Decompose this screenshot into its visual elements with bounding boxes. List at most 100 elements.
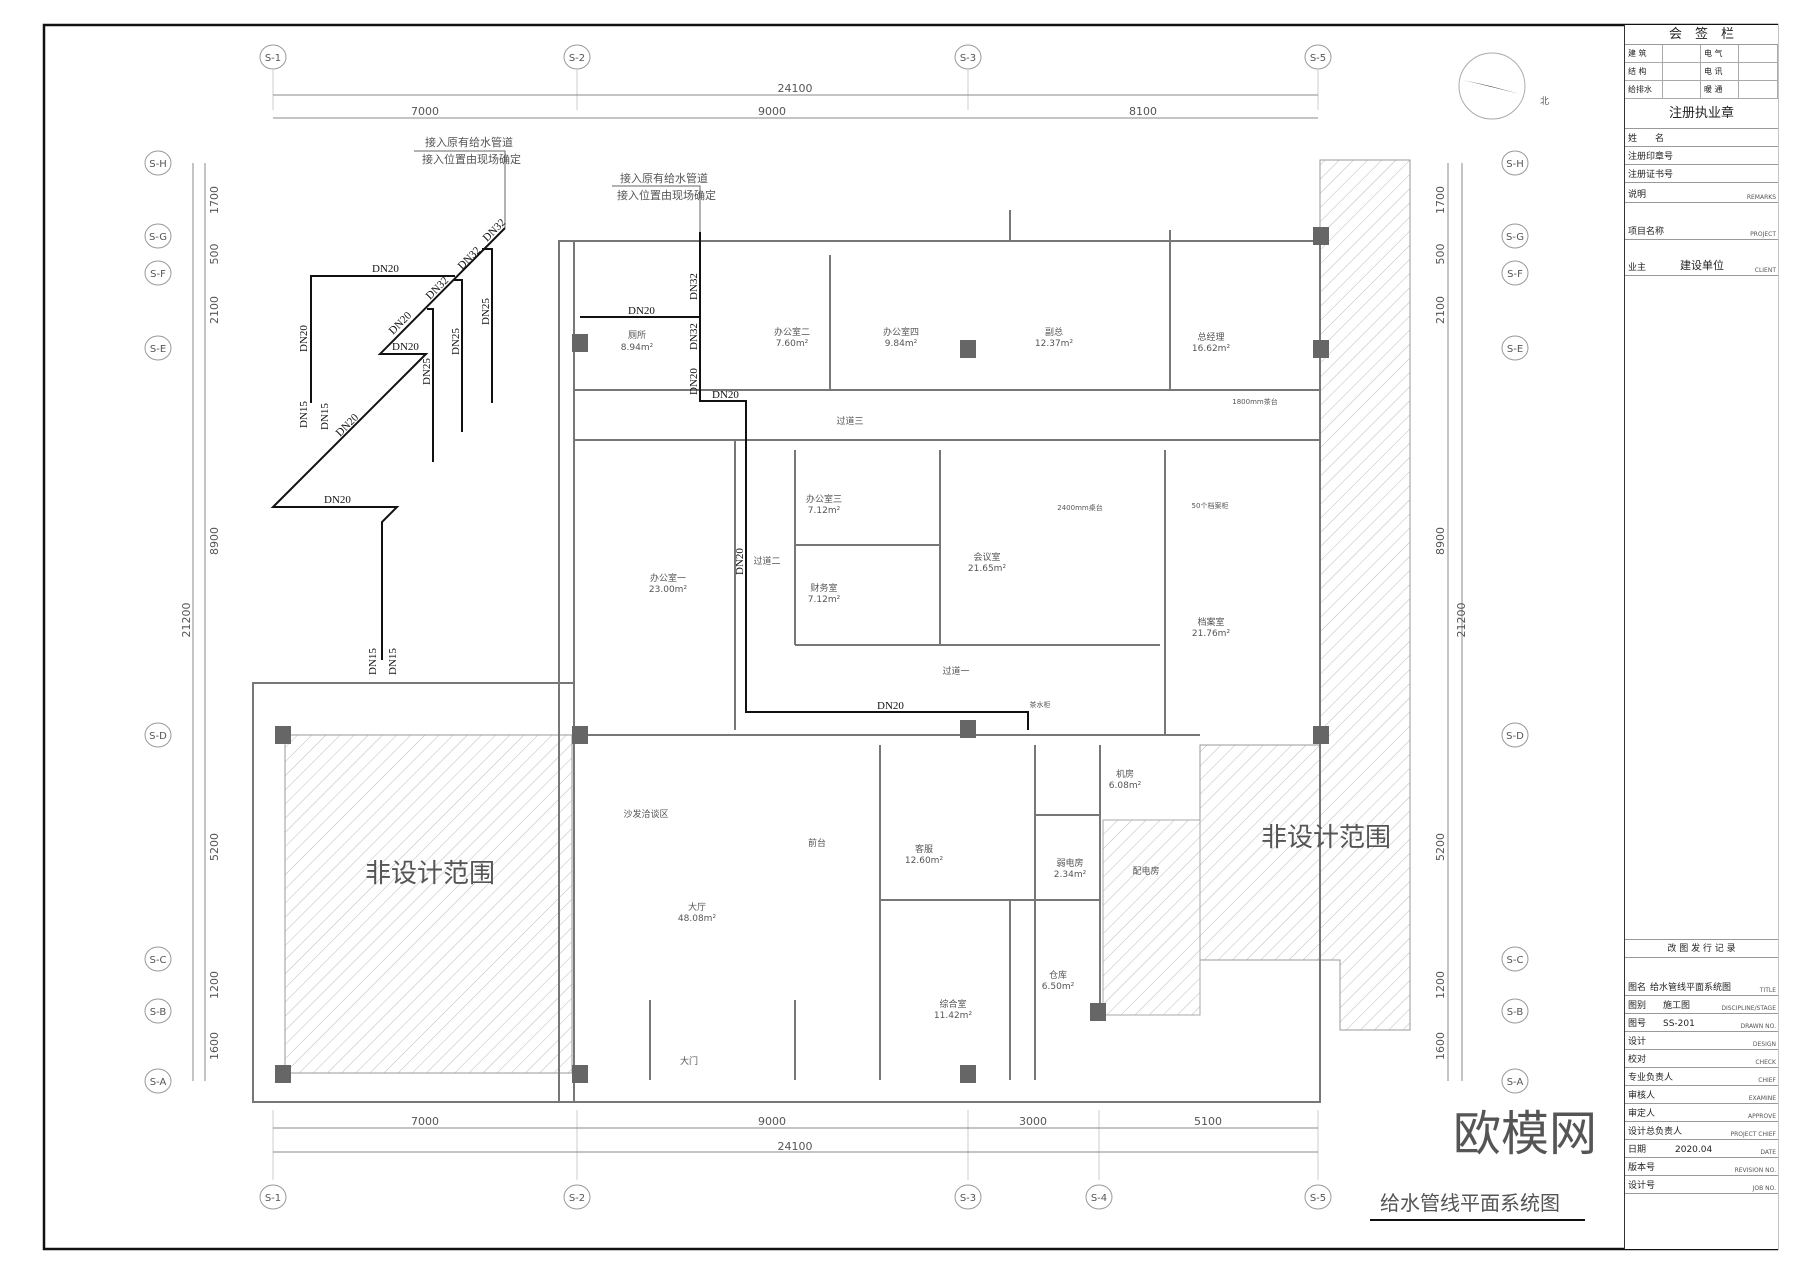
- axis-label: S-C: [1507, 955, 1524, 966]
- furniture-note: 50个档案柜: [1192, 501, 1229, 510]
- room-name: 仓库: [1049, 969, 1067, 981]
- note-connect: 接入原有给水管道: [425, 135, 513, 149]
- axis-label: S-D: [149, 731, 167, 742]
- grid-lines: [272, 70, 1319, 1180]
- pipe-label: DN32: [688, 273, 700, 300]
- dim-side-total: 21200: [180, 603, 193, 638]
- client-en: CLIENT: [1754, 267, 1776, 274]
- sign-cell: [1739, 63, 1778, 81]
- pipe-label: DN32: [688, 323, 700, 350]
- spacer: [1625, 958, 1778, 978]
- axis-label: S-G: [149, 232, 167, 243]
- pipe-labels: DN20 DN32 DN32 DN32 DN20 DN20 DN20 DN25 …: [298, 217, 904, 712]
- room-area: 9.84m²: [885, 339, 918, 349]
- dim-bottom: 9000: [758, 1115, 786, 1128]
- room-area: 21.65m²: [968, 564, 1007, 574]
- pipe-label: DN25: [421, 358, 433, 385]
- room-name: 沙发洽谈区: [623, 808, 668, 820]
- pipe-label: DN20: [877, 700, 904, 712]
- axis-label: S-D: [1506, 731, 1524, 742]
- dim-side: 500: [1434, 244, 1447, 265]
- room-area: 16.62m²: [1192, 344, 1231, 354]
- room-name: 过道三: [836, 415, 863, 427]
- axis-label: S-E: [1507, 344, 1523, 355]
- room-name: 综合室: [939, 998, 966, 1010]
- watermark-logo: 欧模网: [1453, 1106, 1597, 1162]
- client-label: 业主: [1628, 263, 1647, 273]
- pipe-label: DN15: [319, 403, 331, 430]
- dim-side: 1700: [1434, 186, 1447, 214]
- pipe-label: DN32: [424, 275, 451, 302]
- pipe-label: DN20: [298, 325, 310, 352]
- cert-label: 注册证书号: [1628, 170, 1674, 180]
- dim-side: 2100: [1434, 296, 1447, 324]
- room-area: 21.76m²: [1192, 629, 1231, 639]
- room-area: 12.60m²: [905, 856, 944, 866]
- north-label: 北: [1540, 96, 1549, 107]
- axis-label: S-1: [265, 1193, 281, 1204]
- stair-area: [1102, 819, 1201, 1016]
- name-label: 姓 名: [1628, 134, 1665, 144]
- axis-label: S-2: [569, 1193, 585, 1204]
- dim-side: 1200: [208, 971, 221, 999]
- axis-label: S-F: [1507, 269, 1523, 280]
- axis-label: S-C: [150, 955, 167, 966]
- non-design-labels: 非设计范围 非设计范围: [365, 823, 1391, 889]
- columns: [275, 227, 1329, 1083]
- room-name: 过道一: [942, 665, 969, 677]
- room-area: 7.60m²: [776, 339, 809, 349]
- sign-cell: [1663, 81, 1701, 99]
- axis-label: S-E: [150, 344, 166, 355]
- room-area: 7.12m²: [808, 595, 841, 605]
- pipe-label: DN20: [688, 368, 700, 395]
- room-name: 配电房: [1132, 865, 1159, 877]
- room-area: 7.12m²: [808, 506, 841, 516]
- room-name: 厕所: [628, 330, 646, 341]
- notes: 接入原有给水管道 接入位置由现场确定 接入原有给水管道 接入位置由现场确定: [422, 135, 716, 202]
- dimension-lines: [192, 94, 1463, 1153]
- dim-bottom: 7000: [411, 1115, 439, 1128]
- dim-bottom-total: 24100: [778, 1140, 813, 1153]
- pipe-label: DN32: [456, 245, 483, 272]
- room-area: 12.37m²: [1035, 339, 1074, 349]
- furniture-note: 1800mm茶台: [1232, 397, 1277, 406]
- countersign-header: 会 签 栏: [1625, 25, 1778, 45]
- pipe-label: DN20: [334, 411, 362, 439]
- sign-label: 结 构: [1625, 63, 1663, 81]
- axis-bubbles: S-1 S-2 S-3 S-5 S-1 S-2 S-3 S-4 S-5 S-H …: [144, 44, 1529, 1210]
- room-area: 48.08m²: [678, 914, 717, 924]
- room-name: 前台: [808, 837, 826, 849]
- dim-top-total: 24100: [778, 82, 813, 95]
- project-en: PROJECT: [1750, 231, 1776, 238]
- dim-side: 8900: [208, 527, 221, 555]
- dimension-labels: 24100 7000 9000 8100 7000 9000 3000 5100…: [180, 82, 1468, 1153]
- revision-record: 改 图 发 行 记 录: [1625, 940, 1778, 958]
- pipe-label: DN25: [450, 328, 462, 355]
- room-name: 过道二: [753, 555, 780, 567]
- axis-label: S-H: [149, 159, 166, 170]
- axis-label: S-2: [569, 53, 585, 64]
- furniture-note: 茶水柜: [1030, 700, 1051, 709]
- pipe-label: DN20: [372, 263, 399, 275]
- sign-label: 暖 通: [1701, 81, 1739, 99]
- remarks-en: REMARKS: [1746, 194, 1776, 201]
- dim-top: 9000: [758, 105, 786, 118]
- room-name: 办公室一: [650, 572, 686, 584]
- pipe-label: DN20: [712, 389, 739, 401]
- dim-side: 8900: [1434, 527, 1447, 555]
- dim-top: 7000: [411, 105, 439, 118]
- room-area: 8.94m²: [621, 343, 654, 353]
- room-name: 办公室三: [806, 493, 842, 505]
- dim-side: 5200: [208, 833, 221, 861]
